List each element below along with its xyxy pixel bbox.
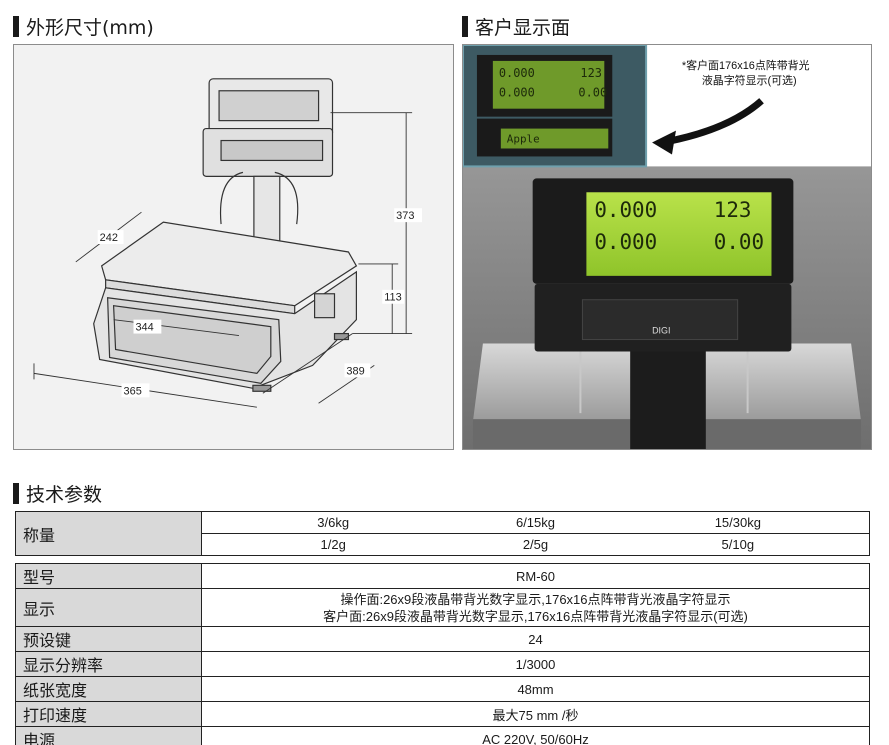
division-value: 5/10g	[721, 537, 755, 552]
display-label: 显示	[15, 588, 202, 627]
table-row: 预设键 24	[15, 626, 870, 652]
note-line-2: 液晶字符显示(可选)	[702, 73, 797, 87]
dimension-drawing: 242 373 113 344 365 389	[13, 44, 454, 450]
main-tare-readout: 0.000	[594, 230, 657, 254]
print-speed-value: 最大75 mm /秒	[201, 701, 870, 727]
title-bar-marker	[462, 16, 468, 37]
inset-text-readout: Apple	[507, 133, 540, 146]
scale-line-drawing: 242 373 113 344 365 389	[33, 78, 423, 408]
table-row: 纸张宽度 48mm	[15, 676, 870, 702]
table-row: 1/2g 2/5g 5/10g	[16, 533, 870, 556]
table-row: 电源 AC 220V, 50/60Hz	[15, 726, 870, 745]
title-bar-marker	[13, 483, 19, 504]
main-weight-readout: 0.000	[594, 198, 657, 222]
preset-keys-label: 预设键	[15, 626, 202, 652]
brand-label: DIGI	[652, 326, 670, 336]
pointer-arrow	[661, 98, 764, 146]
title-bar-marker	[13, 16, 19, 37]
inset-weight-readout: 0.000	[499, 66, 535, 80]
table-row: 显示 操作面:26x9段液晶带背光数字显示,176x16点阵带背光液晶字符显示 …	[15, 588, 870, 627]
main-unit-price-readout: 123	[714, 198, 752, 222]
capacity-values: 3/6kg 6/15kg 15/30kg	[201, 511, 870, 534]
print-speed-label: 打印速度	[15, 701, 202, 727]
dimensions-title-text: 外形尺寸(mm)	[26, 17, 154, 39]
table-row: 称量 3/6kg 6/15kg 15/30kg	[15, 511, 870, 556]
dim-base-depth-label: 389	[346, 365, 364, 377]
model-value: RM-60	[201, 563, 870, 589]
table-row: 打印速度 最大75 mm /秒	[15, 701, 870, 727]
display-title-text: 客户显示面	[475, 17, 571, 39]
inset-total-readout: 0.00	[578, 86, 607, 100]
inset-unit-price-readout: 123	[580, 66, 602, 80]
display-title: 客户显示面	[462, 13, 570, 40]
customer-display-photo: DIGI 0.000 123 0.000 0.00 0.000 123 0.00…	[462, 44, 872, 450]
resolution-label: 显示分辨率	[15, 651, 202, 677]
paper-width-value: 48mm	[201, 676, 870, 702]
dim-base-width-label: 365	[124, 385, 142, 397]
capacity-value: 3/6kg	[317, 515, 350, 530]
division-value: 1/2g	[320, 537, 346, 552]
display-illustration: DIGI 0.000 123 0.000 0.00 0.000 123 0.00…	[463, 45, 871, 449]
display-value: 操作面:26x9段液晶带背光数字显示,176x16点阵带背光液晶字符显示 客户面…	[201, 588, 870, 627]
dimensions-title: 外形尺寸(mm)	[13, 13, 154, 40]
dim-platter-width-label: 344	[135, 322, 153, 334]
division-values: 1/2g 2/5g 5/10g	[201, 533, 870, 556]
power-value: AC 220V, 50/60Hz	[201, 726, 870, 745]
spec-table: 称量 3/6kg 6/15kg 15/30kg 1/2g 2/5g 5/10g …	[15, 511, 870, 745]
inset-tare-readout: 0.000	[499, 86, 535, 100]
display-value-line-2: 客户面:26x9段液晶带背光数字显示,176x16点阵带背光液晶字符显示(可选)	[323, 608, 748, 624]
power-label: 电源	[15, 726, 202, 745]
dim-height-base-label: 113	[384, 292, 401, 304]
division-value: 2/5g	[522, 537, 549, 552]
paper-width-label: 纸张宽度	[15, 676, 202, 702]
dim-height-total-label: 373	[396, 210, 414, 222]
capacity-value: 6/15kg	[515, 515, 556, 530]
note-line-1: *客户面176x16点阵带背光	[682, 58, 810, 72]
table-row: 型号 RM-60	[15, 563, 870, 589]
dim-depth-label: 242	[100, 232, 118, 244]
model-label: 型号	[15, 563, 202, 589]
specs-title-text: 技术参数	[26, 484, 103, 506]
table-row: 显示分辨率 1/3000	[15, 651, 870, 677]
resolution-value: 1/3000	[201, 651, 870, 677]
capacity-value: 15/30kg	[714, 515, 761, 530]
display-value-line-1: 操作面:26x9段液晶带背光数字显示,176x16点阵带背光液晶字符显示	[340, 591, 731, 607]
main-total-readout: 0.00	[714, 230, 764, 254]
specs-title: 技术参数	[13, 480, 102, 507]
capacity-label: 称量	[15, 511, 202, 556]
preset-keys-value: 24	[201, 626, 870, 652]
